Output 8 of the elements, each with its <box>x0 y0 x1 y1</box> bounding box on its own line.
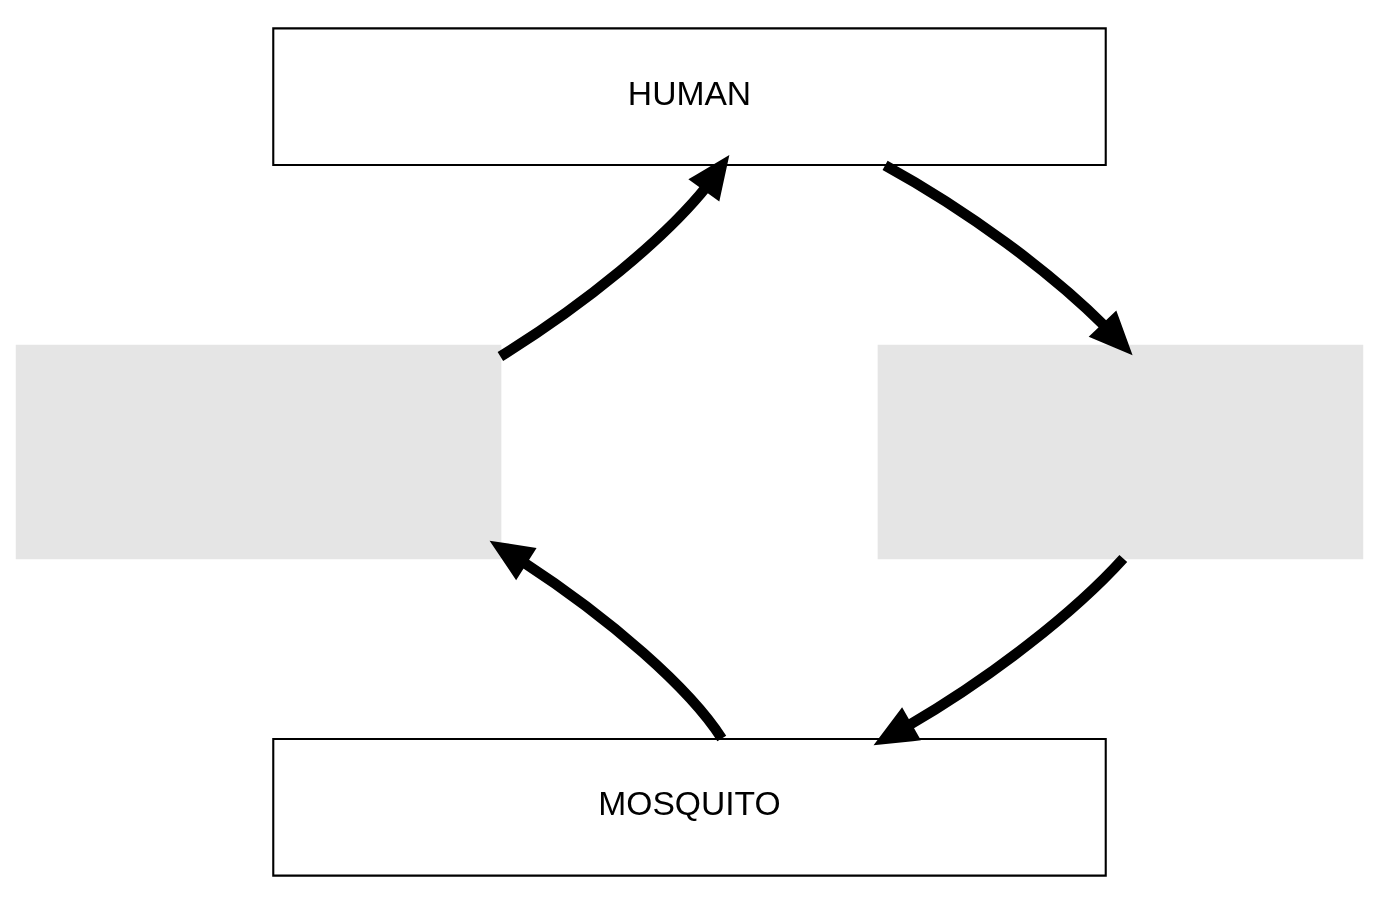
arrow <box>489 540 727 741</box>
arrow <box>882 160 1133 355</box>
node-box <box>15 344 502 559</box>
arrow <box>873 554 1128 745</box>
node-box: HUMAN <box>272 26 1107 166</box>
node-box: MOSQUITO <box>272 737 1107 877</box>
arrow <box>497 154 730 361</box>
node-box <box>877 344 1364 559</box>
